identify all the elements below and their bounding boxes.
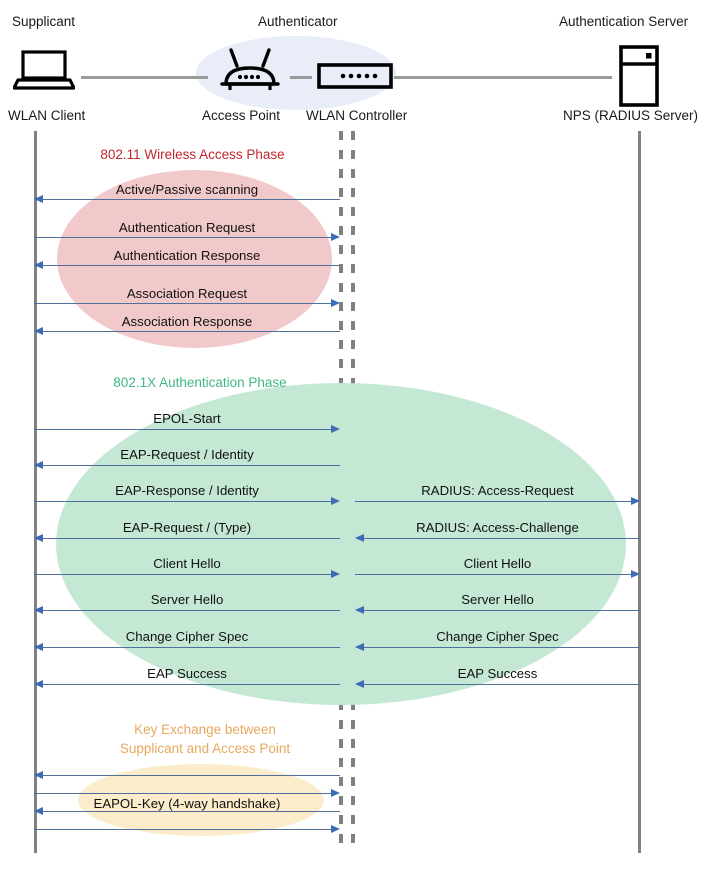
phase-caption-8021x: 802.1X Authentication Phase — [113, 375, 287, 390]
message-label: EAP-Request / Identity — [120, 447, 254, 462]
device-label-nps-radius-server: NPS (RADIUS Server) — [563, 108, 699, 123]
message-label: EAPOL-Key (4-way handshake) — [93, 796, 281, 811]
role-title-authentication-server: Authentication Server — [559, 14, 689, 29]
link-controller-to-server — [394, 76, 612, 79]
message-arrow — [34, 232, 340, 242]
message-label: Server Hello — [461, 592, 534, 607]
message-label: EAP-Response / Identity — [115, 483, 259, 498]
message-arrow — [355, 496, 640, 506]
message-arrow — [34, 496, 340, 506]
message-arrow — [34, 605, 340, 615]
role-title-supplicant: Supplicant — [12, 14, 76, 29]
message-arrow — [355, 605, 640, 615]
link-ap-to-controller — [290, 76, 312, 79]
message-label: Association Request — [126, 286, 248, 301]
phase-caption-key-exchange-line2: Supplicant and Access Point — [119, 741, 291, 756]
message-arrow — [34, 806, 340, 816]
message-arrow — [34, 260, 340, 270]
phase-ellipse-key-exchange — [78, 764, 324, 836]
message-arrow — [34, 642, 340, 652]
phase-caption-key-exchange-line1: Key Exchange between — [134, 722, 276, 737]
message-label: Authentication Response — [113, 248, 261, 263]
device-label-access-point: Access Point — [202, 108, 281, 123]
message-arrow — [355, 533, 640, 543]
device-label-wlan-client: WLAN Client — [8, 108, 86, 123]
message-arrow — [34, 824, 340, 834]
message-label: EPOL-Start — [153, 411, 221, 426]
message-label: Active/Passive scanning — [115, 182, 259, 197]
message-label: EAP Success — [457, 666, 538, 681]
message-arrow — [355, 569, 640, 579]
role-title-authenticator: Authenticator — [258, 14, 338, 29]
message-label: EAP Success — [147, 666, 227, 681]
message-label: RADIUS: Access-Request — [421, 483, 574, 498]
message-label: RADIUS: Access-Challenge — [416, 520, 579, 535]
message-label: Change Cipher Spec — [125, 629, 249, 644]
message-label: Authentication Request — [118, 220, 256, 235]
message-arrow — [34, 424, 340, 434]
message-label: Client Hello — [153, 556, 221, 571]
message-arrow — [34, 194, 340, 204]
server-icon — [619, 45, 659, 107]
device-label-wlan-controller: WLAN Controller — [306, 108, 408, 123]
message-arrow — [34, 298, 340, 308]
laptop-icon — [13, 50, 75, 90]
lifeline-supplicant — [34, 131, 37, 853]
lifeline-authentication-server — [638, 131, 641, 853]
message-arrow — [34, 679, 340, 689]
link-client-to-ap — [81, 76, 208, 79]
message-arrow — [355, 642, 640, 652]
message-label: Association Response — [121, 314, 253, 329]
message-arrow — [34, 533, 340, 543]
wlan-controller-icon — [317, 62, 393, 90]
phase-ellipse-8021x — [56, 383, 626, 705]
message-label: Server Hello — [150, 592, 224, 607]
message-arrow — [355, 679, 640, 689]
message-label: Client Hello — [463, 556, 532, 571]
message-arrow — [34, 326, 340, 336]
access-point-icon — [214, 48, 286, 94]
phase-caption-80211: 802.11 Wireless Access Phase — [100, 147, 285, 162]
message-arrow — [34, 788, 340, 798]
message-arrow — [34, 569, 340, 579]
message-arrow — [34, 460, 340, 470]
message-arrow — [34, 770, 340, 780]
message-label: EAP-Request / (Type) — [122, 520, 252, 535]
message-label: Change Cipher Spec — [436, 629, 559, 644]
